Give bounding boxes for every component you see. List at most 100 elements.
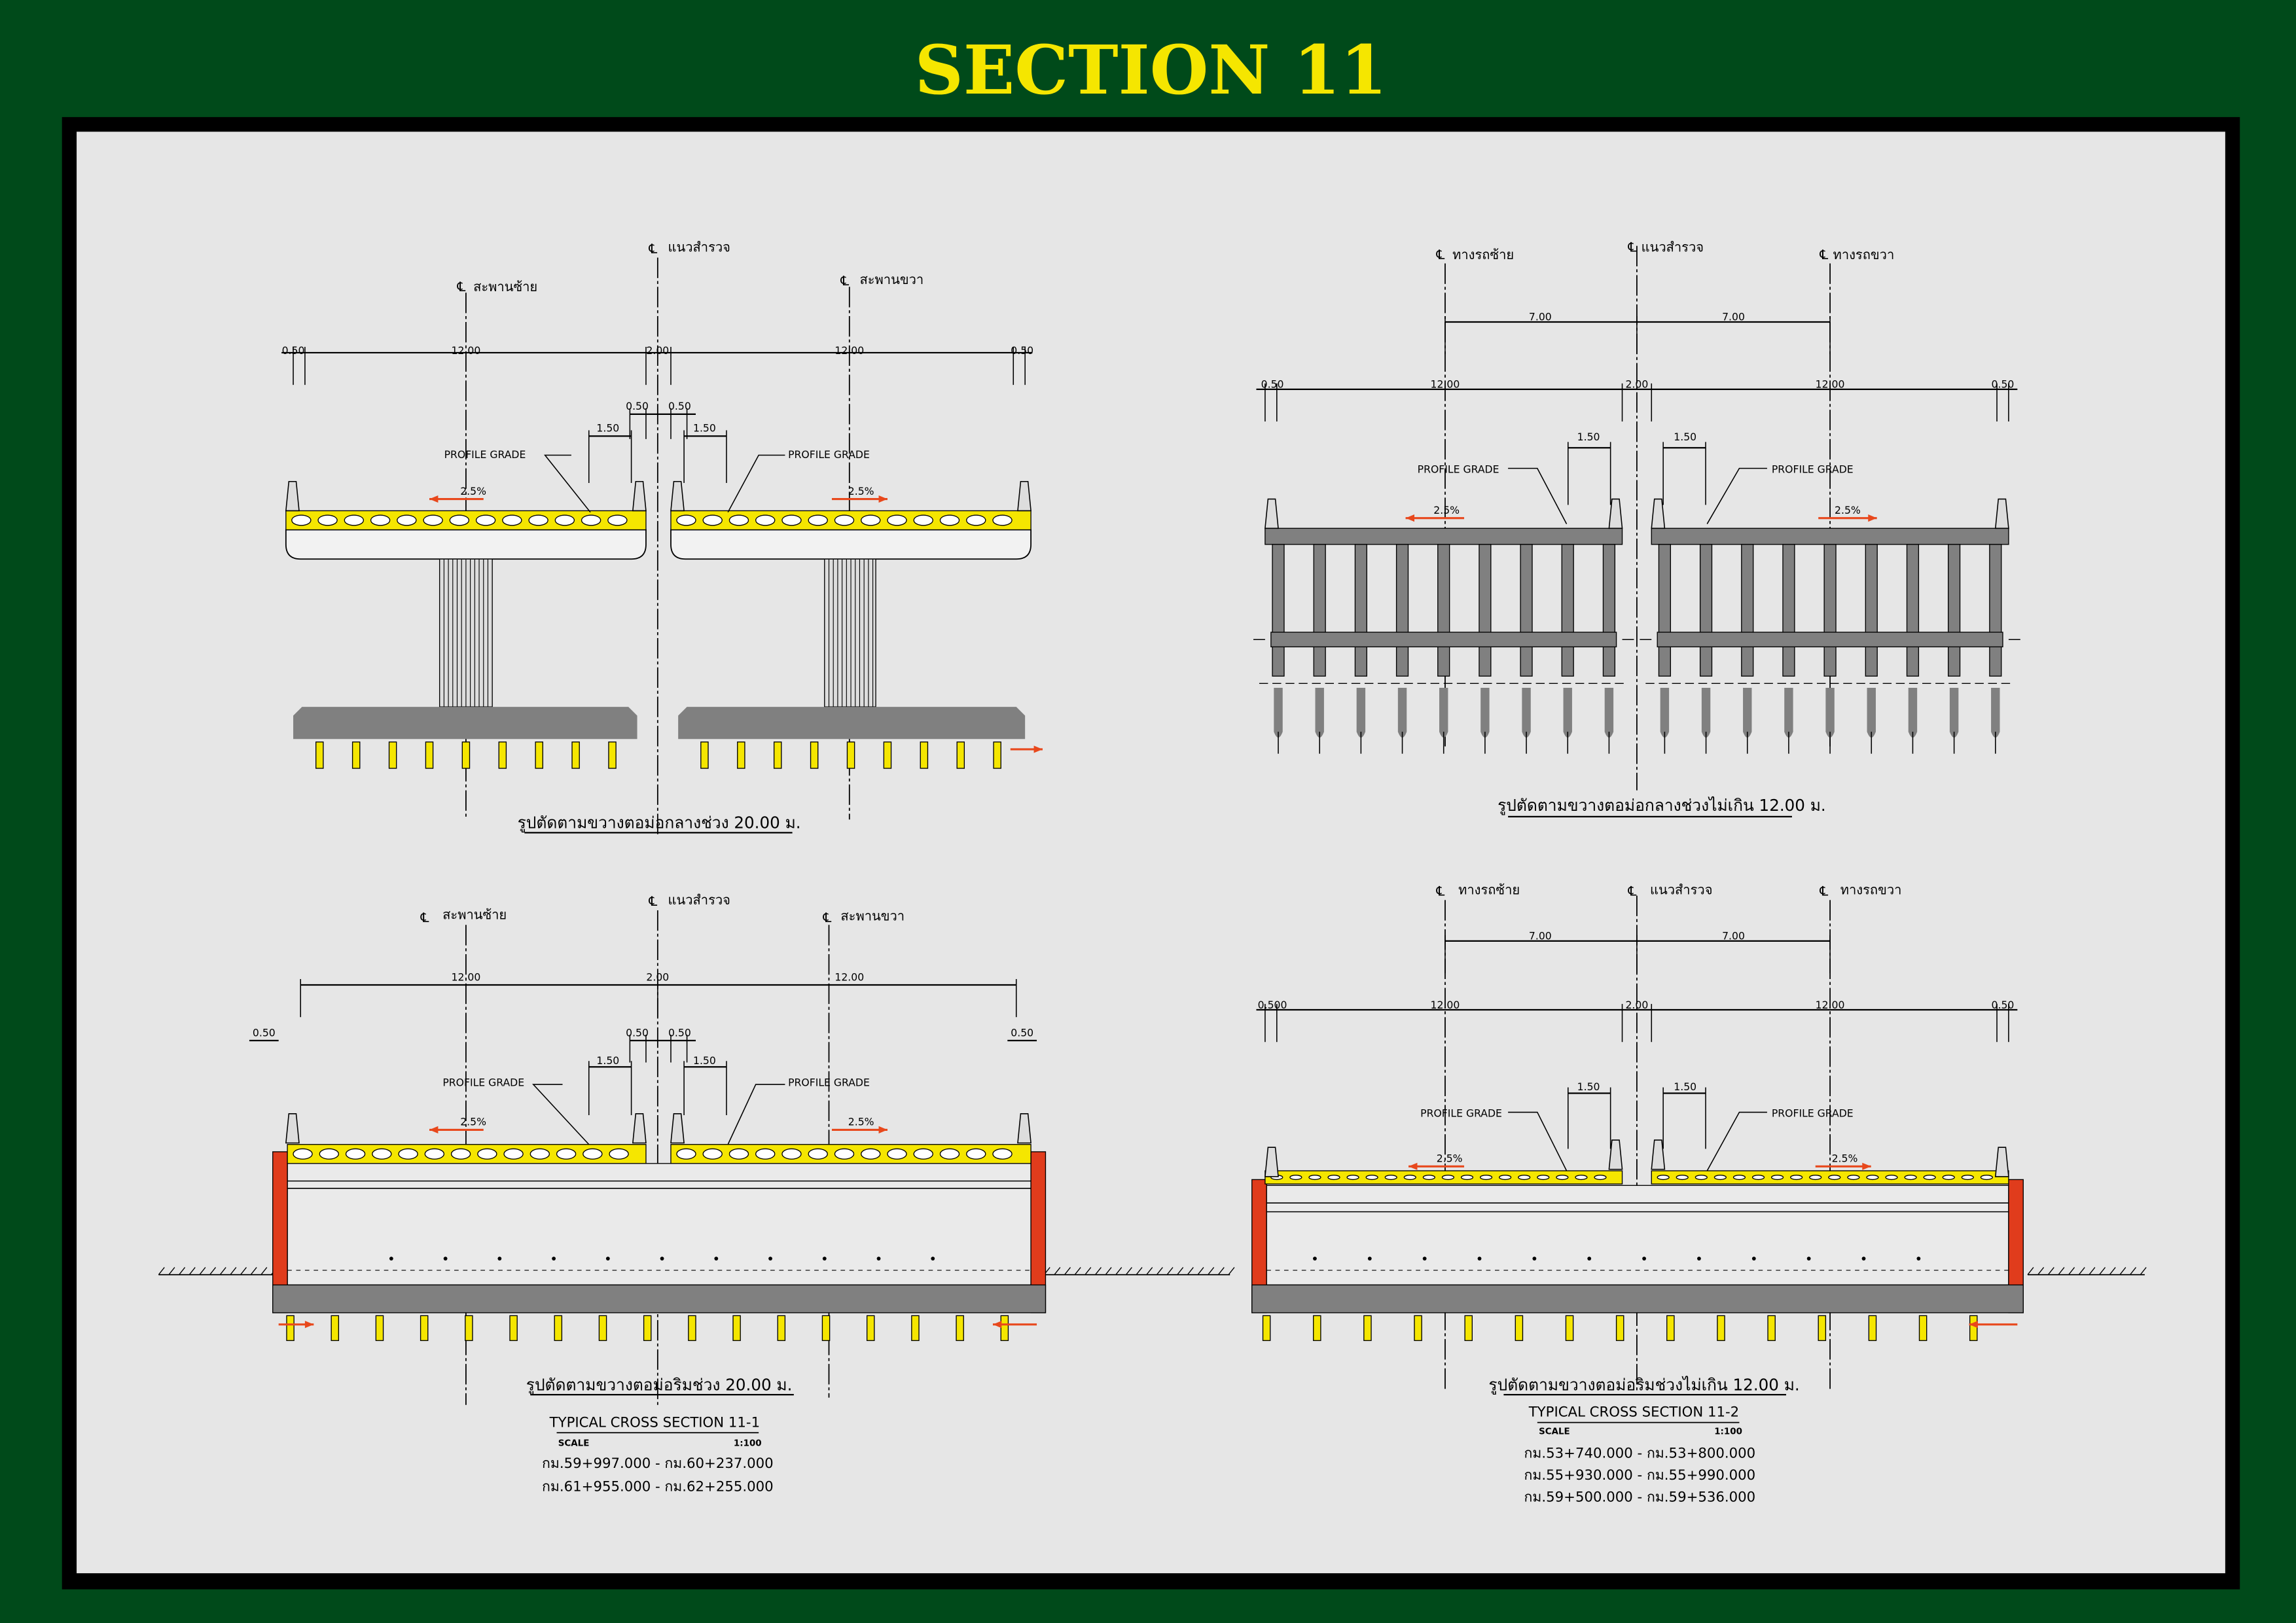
parapet	[285, 480, 300, 512]
parapet	[285, 1113, 300, 1144]
cl-symbol: ℄	[648, 893, 658, 909]
pile-bent-column	[1699, 544, 1713, 677]
dim-label: 1.50	[1674, 1080, 1696, 1093]
ground-hatch	[2078, 1267, 2085, 1275]
hollow-core	[1460, 1175, 1474, 1181]
cl-symbol: ℄	[1819, 883, 1829, 899]
hollow-core	[1923, 1175, 1936, 1181]
ground-hatch	[1217, 1267, 1225, 1275]
parapet	[1994, 498, 2009, 529]
pile-tip	[1825, 688, 1835, 738]
cl-symbol: ℄	[1819, 247, 1829, 262]
reinforcement-dot	[1477, 1257, 1482, 1261]
hollow-core	[755, 1148, 776, 1160]
hollow-core	[607, 514, 628, 526]
pile	[993, 741, 1001, 769]
hollow-core	[1942, 1175, 1955, 1181]
cross-beam	[1657, 632, 2003, 648]
reinforcement-dot	[1642, 1257, 1646, 1261]
hollow-core	[475, 514, 496, 526]
hollow-core	[609, 1148, 629, 1160]
pile	[315, 741, 324, 769]
dim-label: 0.50	[626, 1026, 649, 1039]
station-range: กม.59+997.000 - กม.60+237.000	[542, 1455, 774, 1472]
hollow-core	[1790, 1175, 1803, 1181]
hollow-core	[1537, 1175, 1550, 1181]
leader-line	[727, 1084, 785, 1145]
dim-label: 2.00	[646, 971, 669, 983]
slope-label: 2.5%	[460, 485, 486, 497]
reinforcement-dot	[1861, 1257, 1866, 1261]
pile	[1515, 1315, 1524, 1342]
section-top-left: ℄ สะพานซ้าย ℄ แนวสำรวจ ℄ สะพานขวา 0.50 1…	[282, 240, 1033, 833]
dim-label: 1.50	[596, 1054, 619, 1067]
footing	[678, 707, 1026, 740]
cl-symbol: ℄	[648, 241, 658, 257]
pier-cap	[670, 529, 1031, 560]
station-range: กม.55+930.000 - กม.55+990.000	[1524, 1467, 1756, 1484]
hollow-core	[702, 514, 723, 526]
hollow-core	[1657, 1175, 1670, 1181]
hollow-core	[317, 514, 338, 526]
parapet	[1017, 1113, 1031, 1144]
ground-hatch	[158, 1267, 165, 1275]
ground-hatch	[240, 1267, 247, 1275]
hollow-core	[966, 514, 986, 526]
reinforcement-dot	[1806, 1257, 1811, 1261]
pier-cap	[285, 529, 647, 560]
parapet	[1994, 1147, 2009, 1177]
scale-label: SCALE	[558, 1438, 590, 1448]
ground-hatch	[1105, 1267, 1112, 1275]
pile	[1464, 1315, 1473, 1342]
pile-tip	[1701, 688, 1711, 738]
hollow-core	[1732, 1175, 1746, 1181]
reinforcement-dot	[1587, 1257, 1592, 1261]
profile-grade-label: PROFILE GRADE	[788, 1076, 870, 1088]
pile	[509, 1315, 518, 1342]
pile	[911, 1315, 920, 1342]
pile	[956, 1315, 964, 1342]
ground-hatch	[230, 1267, 237, 1275]
hollow-core	[781, 1148, 802, 1160]
ground-hatch	[2129, 1267, 2136, 1275]
pile	[920, 741, 929, 769]
ground-hatch	[1156, 1267, 1163, 1275]
ground-hatch	[2099, 1267, 2106, 1275]
ground-hatch	[168, 1267, 175, 1275]
hollow-core	[702, 1148, 723, 1160]
caption: รูปตัดตามขวางตอม่อริมช่วง 20.00 ม.	[526, 1375, 793, 1395]
dim-label: 7.00	[1529, 311, 1552, 323]
pile	[700, 741, 709, 769]
reinforcement-dot	[1313, 1257, 1317, 1261]
slope-arrow-head	[1408, 1162, 1418, 1170]
dim-label: 1.50	[1577, 431, 1600, 443]
parapet	[632, 1113, 647, 1144]
pile-bent-column	[1561, 544, 1574, 677]
pile-bent-column	[1602, 544, 1616, 677]
ground-hatch	[260, 1267, 268, 1275]
hollow-core	[913, 514, 933, 526]
hollow-core	[887, 1148, 907, 1160]
reinforcement-dot	[822, 1257, 827, 1261]
pile	[773, 741, 782, 769]
hollow-core	[583, 1148, 603, 1160]
dim-label: 12.00	[1431, 999, 1460, 1011]
geometry-layer	[158, 245, 2147, 1434]
slope-arrow-head	[1868, 514, 1877, 522]
page-title: SECTION 11	[915, 31, 1388, 110]
pile-bent-column	[1479, 544, 1492, 677]
ground-hatch	[2109, 1267, 2116, 1275]
cl-symbol: ℄	[1627, 240, 1637, 255]
leader-line	[1508, 1111, 1568, 1171]
hollow-core	[1713, 1175, 1727, 1181]
profile-grade-label: PROFILE GRADE	[788, 448, 870, 461]
dim-label: 2.00	[646, 344, 669, 357]
hollow-core	[781, 514, 802, 526]
reinforcement-dot	[1367, 1257, 1372, 1261]
reinforcement-dot	[660, 1257, 664, 1261]
hollow-core	[728, 514, 749, 526]
pile-cap	[1251, 1284, 2024, 1313]
dim-label: 7.00	[1722, 311, 1745, 323]
ground-hatch	[1197, 1267, 1204, 1275]
hollow-core	[398, 1148, 418, 1160]
